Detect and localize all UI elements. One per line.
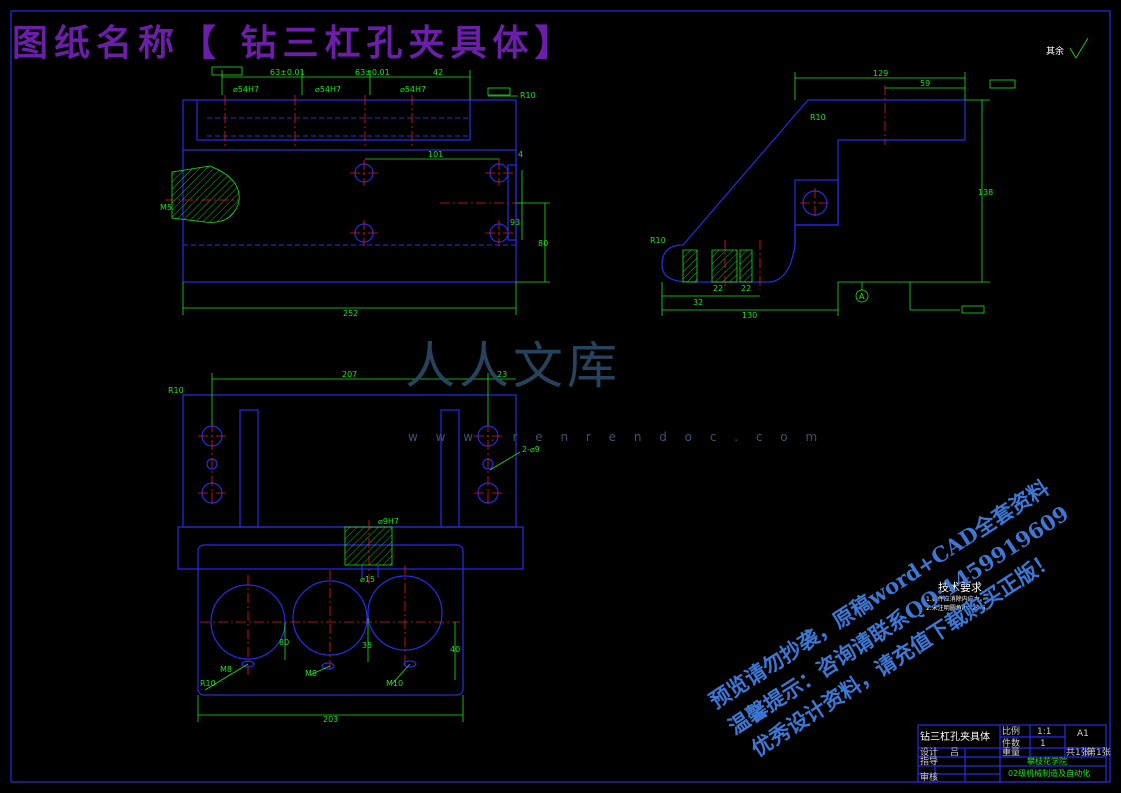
dim-r10: R10 xyxy=(520,91,536,100)
dim-42: 42 xyxy=(433,68,443,77)
dim-130: 130 xyxy=(742,311,757,320)
dim-r10-top-b: R10 xyxy=(200,679,216,688)
drawing-title: 图纸名称【 钻三杠孔夹具体】 xyxy=(12,23,577,64)
dim-d54a: ⌀54H7 xyxy=(233,85,259,94)
surface-note: 其余 xyxy=(1046,47,1065,57)
dim-r10-side: R10 xyxy=(810,113,826,122)
tech-requirement-1: 1.铸件应消除内应力。 xyxy=(926,596,986,603)
tb-part-name: 钻三杠孔夹具体 xyxy=(920,730,990,743)
tb-review-label: 指导 xyxy=(920,755,938,767)
dim-r10-top: R10 xyxy=(168,386,184,395)
tb-design-label: 设计 xyxy=(920,746,938,758)
tb-sheet-no: 第1张 xyxy=(1087,746,1111,758)
dim-22a: 22 xyxy=(713,284,723,293)
dim-d54b: ⌀54H7 xyxy=(315,85,341,94)
dim-23: 23 xyxy=(497,370,507,379)
tb-count: 1 xyxy=(1040,739,1046,749)
tb-designer: 吕 xyxy=(950,747,959,758)
dim-r10-side-b: R10 xyxy=(650,236,666,245)
dim-138: 138 xyxy=(978,188,993,197)
watermark-url: w w w . r e n r e n d o c . c o m xyxy=(408,430,825,444)
dim-101: 101 xyxy=(428,150,443,159)
dim-d54c: ⌀54H7 xyxy=(400,85,426,94)
top-view: 207 23 R10 2-⌀9 ⌀9H7 ⌀15 80 40 35 M8 M8 … xyxy=(168,370,540,724)
front-view: 252 63±0.01 63±0.01 42 ⌀54H7 ⌀54H7 ⌀54H7… xyxy=(160,66,550,318)
dim-m5: M5 xyxy=(160,203,172,212)
dim-80: 80 xyxy=(538,239,548,248)
datum-a: A xyxy=(859,292,865,301)
dim-207: 207 xyxy=(342,370,357,379)
tb-school: 攀枝花学院 xyxy=(1027,756,1067,766)
tb-approve-label: 审核 xyxy=(920,771,938,783)
dim-m8a: M8 xyxy=(220,665,232,674)
tb-count-label: 件数 xyxy=(1002,737,1020,749)
side-view: 129 59 R10 138 R10 22 22 32 130 A xyxy=(650,69,1016,320)
dim-93: 93 xyxy=(510,218,520,227)
dim-59: 59 xyxy=(920,79,930,88)
surface-roughness-icon xyxy=(1069,37,1089,59)
dim-d9h7: ⌀9H7 xyxy=(378,517,399,526)
dim-129: 129 xyxy=(873,69,888,78)
dim-m10: M10 xyxy=(386,679,403,688)
tb-weight-label: 重量 xyxy=(1002,746,1020,758)
tb-sheets: 共1张 xyxy=(1066,747,1090,758)
tb-class: 02级机械制造及自动化 xyxy=(1008,768,1090,778)
tech-requirements-title: 技术要求 xyxy=(938,581,982,594)
drawing-border xyxy=(10,10,1111,783)
dim-m8b: M8 xyxy=(305,669,317,678)
tb-sheet-size: A1 xyxy=(1077,729,1089,739)
dim-22b: 22 xyxy=(741,284,751,293)
dim-203: 203 xyxy=(323,715,338,724)
dim-d15: ⌀15 xyxy=(360,575,375,584)
dim-252: 252 xyxy=(343,309,358,318)
dim-80-top: 80 xyxy=(279,638,289,647)
tb-scale-label: 比例 xyxy=(1002,725,1020,737)
dim-32: 32 xyxy=(693,298,703,307)
dim-40: 40 xyxy=(450,645,460,654)
tech-requirement-2: 2.未注明圆角R＝2～6。 xyxy=(926,605,992,612)
title-block: 钻三杠孔夹具体 比例 1:1 件数 1 A1 重量 共1张 第1张 设计 吕 指… xyxy=(917,724,1111,783)
watermark-logo: 人人文库 xyxy=(405,337,621,395)
dim-35: 35 xyxy=(362,641,372,650)
dim-63a: 63±0.01 xyxy=(270,68,305,77)
dim-63b: 63±0.01 xyxy=(355,68,390,77)
tb-scale: 1:1 xyxy=(1037,727,1051,737)
dim-4: 4 xyxy=(518,150,523,159)
dim-2-d9: 2-⌀9 xyxy=(522,445,540,454)
